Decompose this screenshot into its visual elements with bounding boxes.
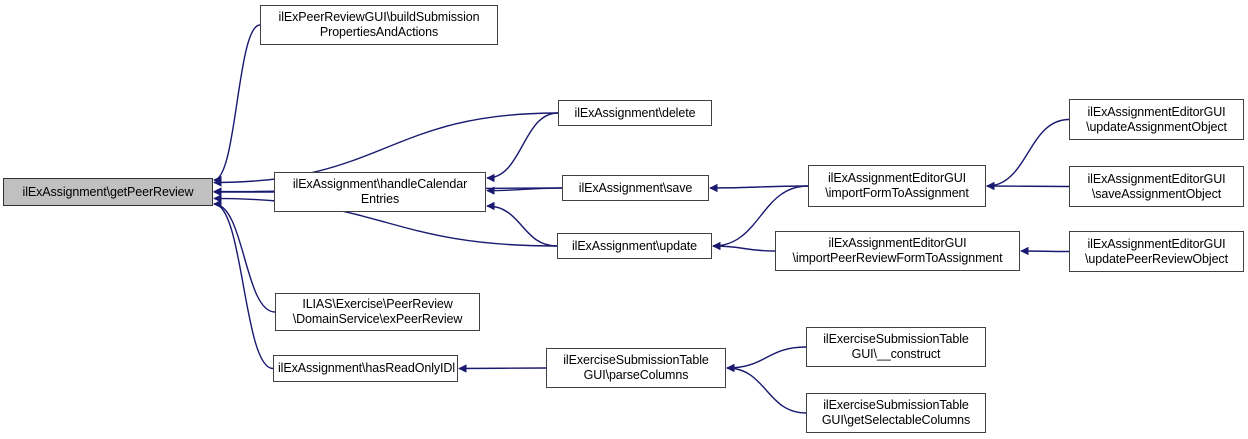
graph-node-buildSubmissionPropertiesAndActions[interactable]: ilExPeerReviewGUI\buildSubmission Proper…: [260, 5, 498, 45]
node-label: ilExAssignment\save: [578, 180, 693, 195]
node-label: ilExPeerReviewGUI\buildSubmission Proper…: [278, 10, 480, 39]
node-label: ilExAssignmentEditorGUI \importFormToAss…: [825, 171, 969, 200]
graph-node-saveAssignmentObject[interactable]: ilExAssignmentEditorGUI \saveAssignmentO…: [1069, 166, 1244, 207]
node-label: ilExAssignment\getPeerReview: [22, 184, 194, 199]
edges: [213, 24, 1070, 414]
graph-node-importPeerReviewFormToAssignment[interactable]: ilExAssignmentEditorGUI \importPeerRevie…: [775, 231, 1020, 271]
node-label: ilExAssignmentEditorGUI \saveAssignmentO…: [1087, 171, 1226, 201]
graph-node-exPeerReview[interactable]: ILIAS\Exercise\PeerReview \DomainService…: [275, 293, 480, 331]
edge-construct-to-parseColumns: [726, 346, 807, 373]
graph-node-getSelectableColumns[interactable]: ilExerciseSubmissionTable GUI\getSelecta…: [806, 393, 986, 433]
node-label: ilExerciseSubmissionTable GUI\parseColum…: [563, 353, 709, 382]
edge-importFormToAssignment-to-save: [709, 183, 809, 193]
edge-saveAssignmentObject-to-importFormToAssignment: [986, 181, 1070, 191]
edge-buildSubmissionPropertiesAndActions-to-getPeerReview: [213, 24, 261, 185]
graph-node-getPeerReview[interactable]: ilExAssignment\getPeerReview: [3, 178, 213, 206]
edge-save-to-handleCalendarEntries: [486, 186, 563, 195]
edge-importPeerReviewFormToAssignment-to-update: [712, 241, 776, 252]
graph-node-save[interactable]: ilExAssignment\save: [562, 175, 709, 201]
edge-hasReadOnlyIDl-to-getPeerReview: [213, 199, 274, 370]
node-label: ILIAS\Exercise\PeerReview \DomainService…: [292, 297, 463, 326]
graph-node-handleCalendarEntries[interactable]: ilExAssignment\handleCalendar Entries: [274, 172, 486, 212]
node-label: ilExAssignment\handleCalendar Entries: [292, 177, 468, 206]
node-label: ilExerciseSubmissionTable GUI\getSelecta…: [821, 398, 971, 427]
node-label: ilExerciseSubmissionTable GUI\__construc…: [823, 332, 969, 361]
node-label: ilExAssignment\hasReadOnlyIDl: [278, 361, 456, 375]
graph-node-importFormToAssignment[interactable]: ilExAssignmentEditorGUI \importFormToAss…: [808, 165, 986, 207]
edge-parseColumns-to-hasReadOnlyIDl: [458, 364, 547, 373]
node-label: ilExAssignment\delete: [574, 105, 696, 120]
graph-node-update[interactable]: ilExAssignment\update: [557, 233, 712, 259]
node-label: ilExAssignmentEditorGUI \updateAssignmen…: [1086, 104, 1227, 134]
node-label: ilExAssignment\update: [571, 238, 698, 253]
graph-node-hasReadOnlyIDl[interactable]: ilExAssignment\hasReadOnlyIDl: [273, 355, 458, 382]
edge-update-to-handleCalendarEntries: [486, 201, 558, 247]
edge-exPeerReview-to-getPeerReview: [213, 199, 276, 313]
graph-node-construct[interactable]: ilExerciseSubmissionTable GUI\__construc…: [806, 327, 986, 367]
node-label: ilExAssignmentEditorGUI \importPeerRevie…: [792, 236, 1003, 265]
graph-node-updateAssignmentObject[interactable]: ilExAssignmentEditorGUI \updateAssignmen…: [1069, 99, 1244, 140]
edge-getSelectableColumns-to-parseColumns: [726, 363, 807, 414]
edge-updateAssignmentObject-to-importFormToAssignment: [986, 118, 1070, 191]
graph-node-updatePeerReviewObject[interactable]: ilExAssignmentEditorGUI \updatePeerRevie…: [1069, 231, 1244, 272]
node-label: ilExAssignmentEditorGUI \updatePeerRevie…: [1085, 236, 1228, 266]
edge-delete-to-handleCalendarEntries: [486, 112, 559, 183]
graph-node-delete[interactable]: ilExAssignment\delete: [558, 100, 712, 126]
graph-node-parseColumns[interactable]: ilExerciseSubmissionTable GUI\parseColum…: [546, 348, 726, 388]
edge-importFormToAssignment-to-update: [712, 185, 809, 251]
edge-updatePeerReviewObject-to-importPeerReviewFormToAssignment: [1020, 246, 1070, 256]
